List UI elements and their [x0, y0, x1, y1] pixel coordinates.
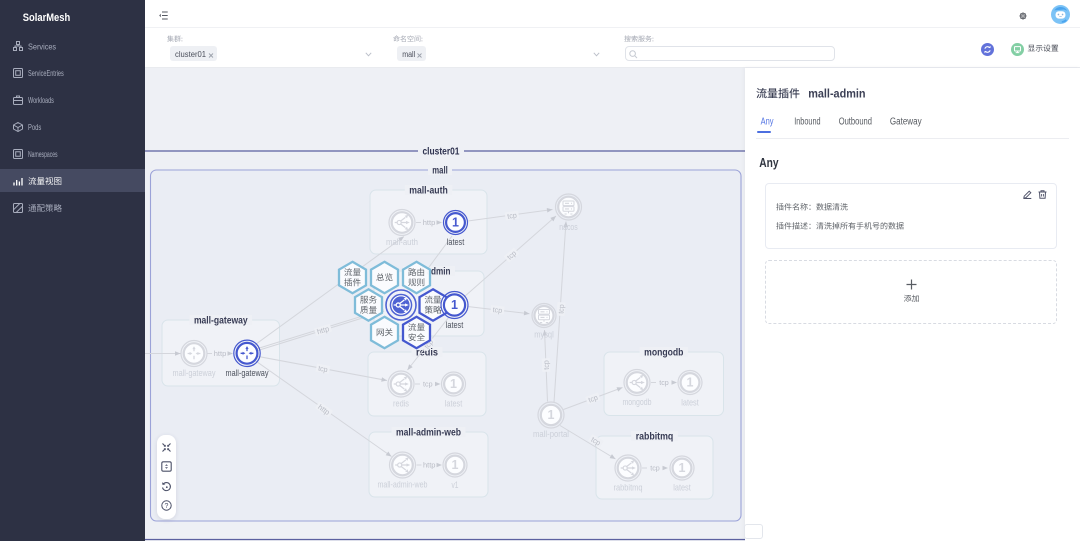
svg-text:tcp: tcp — [423, 380, 433, 389]
svg-text:http: http — [316, 324, 331, 336]
svg-text:tcp: tcp — [587, 393, 599, 405]
svg-text:rabbitmq: rabbitmq — [614, 482, 643, 493]
svg-text:?: ? — [164, 503, 168, 510]
svg-text:1: 1 — [450, 377, 457, 391]
svg-text:1: 1 — [548, 408, 555, 422]
svg-text:tcp: tcp — [492, 305, 502, 315]
svg-text:http: http — [423, 218, 436, 227]
svg-text:latest: latest — [681, 397, 699, 408]
svg-text:redis: redis — [393, 398, 409, 409]
svg-text:latest: latest — [673, 482, 691, 493]
svg-text:v1: v1 — [452, 480, 459, 491]
svg-text:mall-auth: mall-auth — [409, 185, 448, 197]
svg-text:mall-gateway: mall-gateway — [226, 368, 269, 379]
svg-text:tcp: tcp — [507, 211, 518, 221]
svg-text:nacos: nacos — [559, 222, 578, 233]
svg-text:1: 1 — [687, 376, 694, 390]
svg-text:tcp: tcp — [317, 364, 328, 375]
svg-text:1: 1 — [452, 458, 459, 472]
svg-text:mall-gateway: mall-gateway — [173, 368, 216, 379]
svg-text:http: http — [214, 349, 227, 358]
svg-text:1: 1 — [451, 298, 458, 312]
svg-text:1: 1 — [452, 216, 459, 230]
svg-text:tcp: tcp — [650, 464, 660, 473]
svg-text:mysql: mysql — [534, 329, 554, 340]
svg-text:latest: latest — [445, 398, 463, 409]
svg-text:mall-auth: mall-auth — [386, 237, 418, 248]
svg-text:tcp: tcp — [590, 435, 603, 448]
svg-text:redis: redis — [416, 347, 438, 359]
svg-text:tcp: tcp — [659, 378, 669, 387]
svg-text:mall-admin-web: mall-admin-web — [396, 427, 461, 439]
svg-text:latest: latest — [447, 237, 465, 248]
svg-text:cluster01: cluster01 — [423, 146, 460, 158]
svg-text:mall-admin-web: mall-admin-web — [378, 479, 428, 490]
svg-text:mall-gateway: mall-gateway — [194, 315, 248, 327]
svg-text:1: 1 — [679, 461, 686, 475]
svg-text:latest: latest — [446, 320, 464, 331]
svg-text:tcp: tcp — [542, 360, 551, 370]
svg-text:mongodb: mongodb — [623, 397, 652, 408]
svg-text:http: http — [423, 461, 436, 470]
svg-text:tcp: tcp — [556, 304, 566, 314]
svg-text:mongodb: mongodb — [644, 347, 683, 359]
svg-text:rabbitmq: rabbitmq — [636, 431, 674, 443]
svg-text:mall-portal: mall-portal — [533, 429, 569, 440]
svg-text:mall: mall — [432, 165, 448, 177]
